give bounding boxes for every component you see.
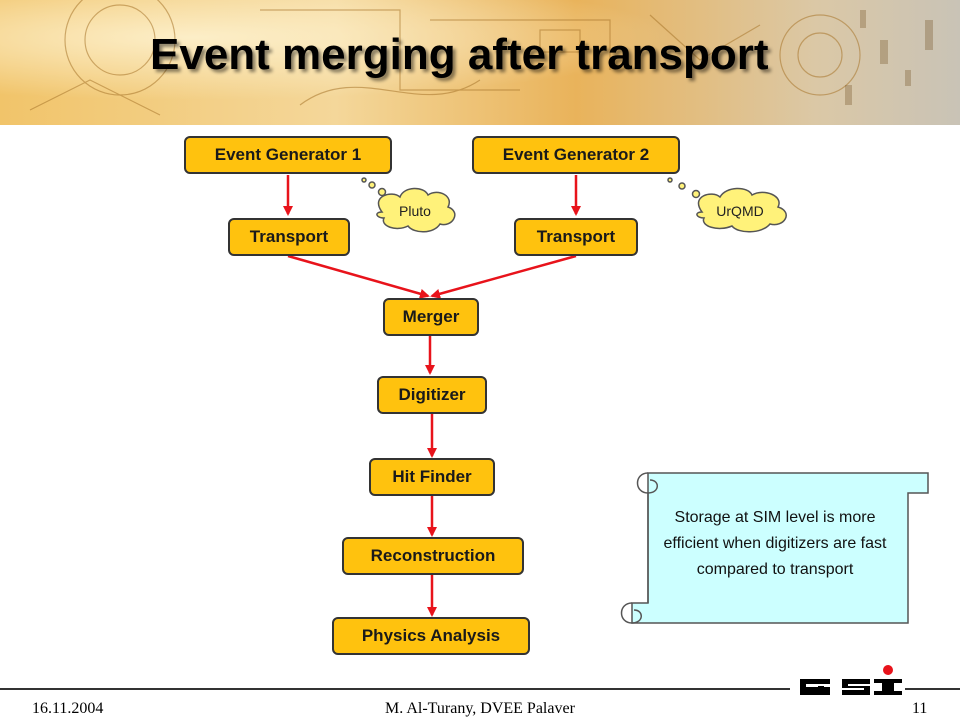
note-scroll	[620, 472, 929, 624]
node-physics-analysis: Physics Analysis	[332, 617, 530, 655]
footer-page-number: 11	[912, 700, 928, 717]
cloud-connector-dots-1	[361, 177, 387, 197]
cloud-label-urqmd: UrQMD	[716, 203, 764, 219]
slide-title: Event merging after transport	[150, 30, 769, 79]
node-event-generator-2: Event Generator 2	[472, 136, 680, 174]
cloud-label-pluto: Pluto	[399, 203, 431, 219]
node-transport-1: Transport	[228, 218, 350, 256]
node-event-generator-1: Event Generator 1	[184, 136, 392, 174]
header-banner	[0, 0, 960, 125]
node-transport-2: Transport	[514, 218, 638, 256]
arrow-transport2-to-merger	[430, 254, 577, 299]
cloud-shape-urqmd	[696, 187, 787, 233]
note-text: Storage at SIM level is more efficient w…	[663, 509, 887, 578]
footer-author: M. Al-Turany, DVEE Palaver	[385, 700, 575, 717]
node-merger: Merger	[383, 298, 479, 336]
footer-rule-right	[905, 688, 960, 690]
cloud-shape-pluto	[376, 187, 456, 233]
node-digitizer: Digitizer	[377, 376, 487, 414]
cloud-connector-dots-2	[667, 177, 701, 199]
footer-rule-left	[0, 688, 790, 690]
node-reconstruction: Reconstruction	[342, 537, 524, 575]
gsi-logo	[800, 665, 902, 695]
arrow-transport1-to-merger	[287, 254, 430, 299]
banner-artwork	[0, 0, 960, 125]
node-hit-finder: Hit Finder	[369, 458, 495, 496]
footer-date: 16.11.2004	[32, 700, 104, 717]
